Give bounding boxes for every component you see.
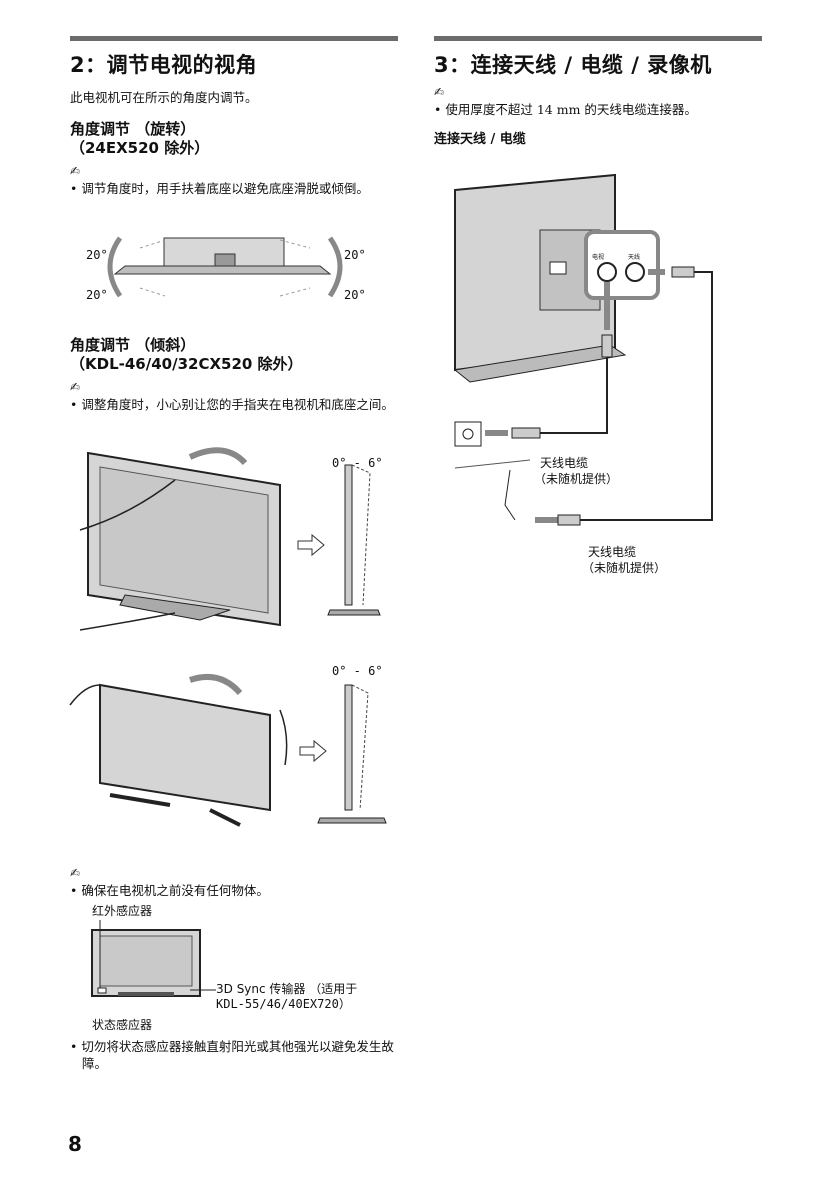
angle-label-bottom-left: 20° [86, 288, 108, 302]
cable-plug [671, 266, 695, 278]
right-arrow-icon [299, 739, 327, 763]
left-column: 2：调节电视的视角 此电视机可在所示的角度内调节。 角度调节 （旋转） （24E… [70, 36, 398, 197]
swivel-arrow-right [327, 236, 343, 298]
port-label-tv: 电视 [592, 254, 605, 261]
connector-bullet: 使用厚度不超过 14 mm 的天线电缆连接器。 [434, 101, 762, 118]
swivel-section: 角度调节 （旋转） （24EX520 除外） ✍ 调节角度时，用手扶着底座以避免… [70, 120, 398, 197]
port-icon [549, 261, 567, 275]
swivel-title-line2: （24EX520 除外） [70, 139, 210, 157]
pencil-note-icon: ✍ [70, 866, 81, 880]
angle-label-top-right: 20° [344, 248, 366, 262]
section-title-viewing-angle: 2：调节电视的视角 [70, 53, 258, 77]
cable-2-label-line1: 天线电缆 [588, 545, 637, 559]
antenna-port [625, 262, 645, 282]
section-rule [70, 36, 398, 41]
ir-sensor-label: 红外感应器 [92, 904, 153, 918]
pencil-note-icon: ✍ [70, 380, 81, 394]
tilt-range-label-1: 0° - 6° [332, 456, 383, 470]
port-label-antenna: 天线 [628, 254, 641, 261]
tv-stand [119, 594, 231, 621]
swivel-diagram [107, 236, 343, 298]
cable-2 [578, 271, 713, 521]
cable-2-label-line2: （未随机提供） [582, 561, 667, 575]
antenna-subheading: 连接天线 / 电缆 [434, 132, 526, 147]
swivel-title-line1: 角度调节 （旋转） [70, 120, 196, 138]
cable-1-label-line2: （未随机提供） [534, 472, 619, 486]
cable-1-label-line1: 天线电缆 [540, 456, 589, 470]
tilt-illustration-2 [69, 674, 387, 827]
hand-top [79, 479, 176, 531]
tilt-range-label-2: 0° - 6° [332, 664, 383, 678]
cable-1 [540, 357, 608, 434]
stand-base [113, 265, 332, 275]
status-sensor-label: 状态感应器 [92, 1018, 153, 1032]
front-clearance-section: ✍ 确保在电视机之前没有任何物体。 [70, 860, 398, 899]
tv-stand-rear [453, 344, 627, 383]
antenna-connection-diagram [453, 173, 713, 526]
tv-front-2 [99, 683, 271, 812]
antenna-icon [454, 459, 531, 469]
right-arrow-icon [297, 533, 325, 557]
tilt-illustration-1 [79, 447, 381, 631]
section-rule [434, 36, 762, 41]
status-sensor-bullet: 切勿将状态感应器接触直射阳光或其他强光以避免发生故障。 [70, 1038, 398, 1072]
pencil-note-icon: ✍ [434, 85, 445, 99]
intro-text: 此电视机可在所示的角度内调节。 [70, 90, 258, 105]
swivel-bullet: 调节角度时，用手扶着底座以避免底座滑脱或倾倒。 [70, 180, 398, 197]
tilt-arrow-2 [189, 674, 243, 696]
right-column: 3：连接天线 / 电缆 / 录像机 ✍ 使用厚度不超过 14 mm 的天线电缆连… [434, 36, 762, 149]
tv-side [344, 464, 353, 606]
front-sensor-diagram [91, 920, 216, 997]
status-sensor-marker [97, 987, 107, 994]
tilt-arrow [188, 447, 248, 466]
port-callout [584, 230, 660, 300]
section-title-antenna: 3：连接天线 / 电缆 / 录像机 [434, 53, 712, 77]
tilt-title-line2: （KDL-46/40/32CX520 除外） [70, 355, 303, 373]
tilt-bullet: 调整角度时，小心别让您的手指夹在电视机和底座之间。 [70, 396, 398, 413]
angle-label-bottom-right: 20° [344, 288, 366, 302]
tilt-title-line1: 角度调节 （倾斜） [70, 336, 196, 354]
pencil-note-icon: ✍ [70, 164, 81, 178]
sync-transmitter-line1: 3D Sync 传输器 （适用于 [216, 982, 358, 996]
tilt-section: 角度调节 （倾斜） （KDL-46/40/32CX520 除外） ✍ 调整角度时… [70, 336, 398, 413]
stand-neck [214, 253, 236, 267]
tv-side-2 [344, 684, 353, 811]
tv-port [597, 262, 617, 282]
page-number: 8 [68, 1132, 82, 1156]
front-bullet: 确保在电视机之前没有任何物体。 [70, 882, 398, 899]
sync-transmitter-line2: KDL-55/46/40EX720） [216, 997, 351, 1011]
hand-bottom [79, 612, 176, 631]
angle-label-top-left: 20° [86, 248, 108, 262]
swivel-arrow-left [107, 236, 123, 298]
